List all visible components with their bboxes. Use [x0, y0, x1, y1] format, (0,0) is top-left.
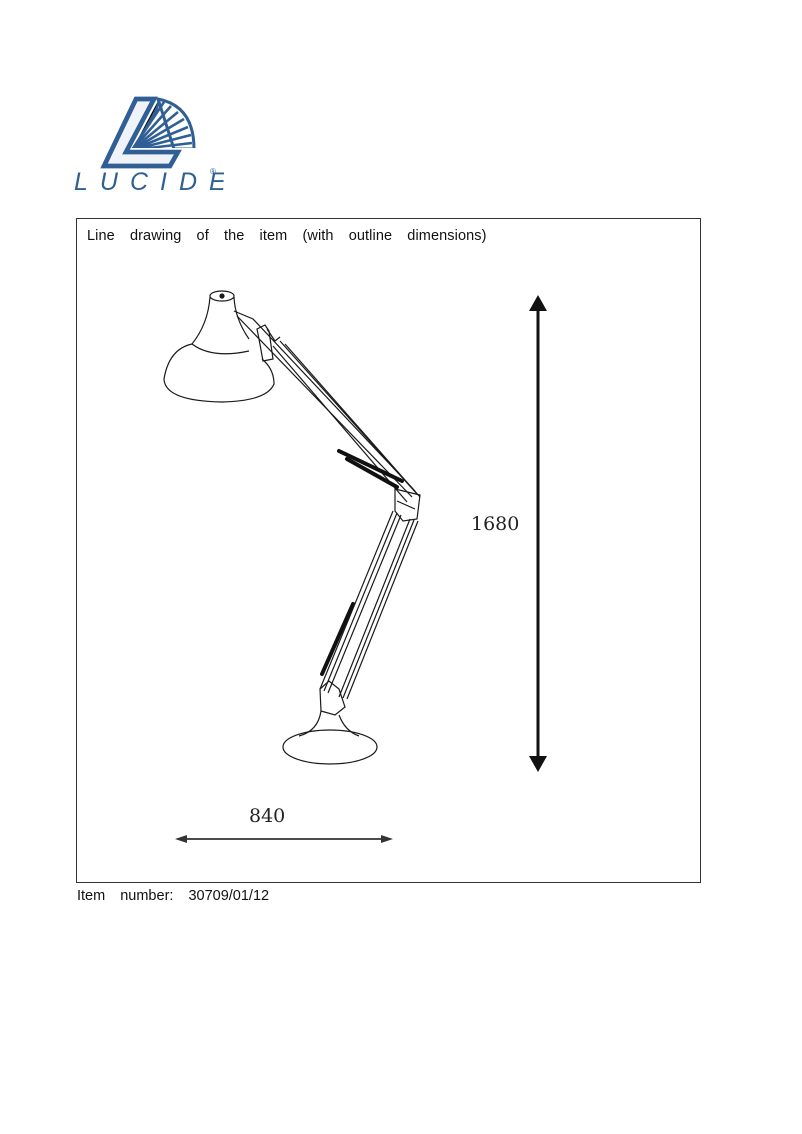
lucide-logo: LUCIDE ® — [74, 94, 224, 194]
item-number-label: Item number: — [77, 888, 174, 904]
logo-wordmark: LUCIDE — [74, 168, 224, 194]
width-dimension-label: 840 — [249, 805, 286, 827]
drawing-frame: Line drawing of the item (with outline d… — [76, 218, 701, 883]
lamp-line-drawing — [163, 290, 547, 843]
item-number-value: 30709/01/12 — [188, 888, 270, 904]
height-dimension-label: 1680 — [471, 513, 520, 535]
item-number: Item number: 30709/01/12 — [77, 888, 269, 904]
svg-text:®: ® — [210, 167, 216, 176]
lucide-logo-icon: LUCIDE ® — [74, 96, 224, 194]
drawing-title: Line drawing of the item (with outline d… — [87, 228, 487, 244]
